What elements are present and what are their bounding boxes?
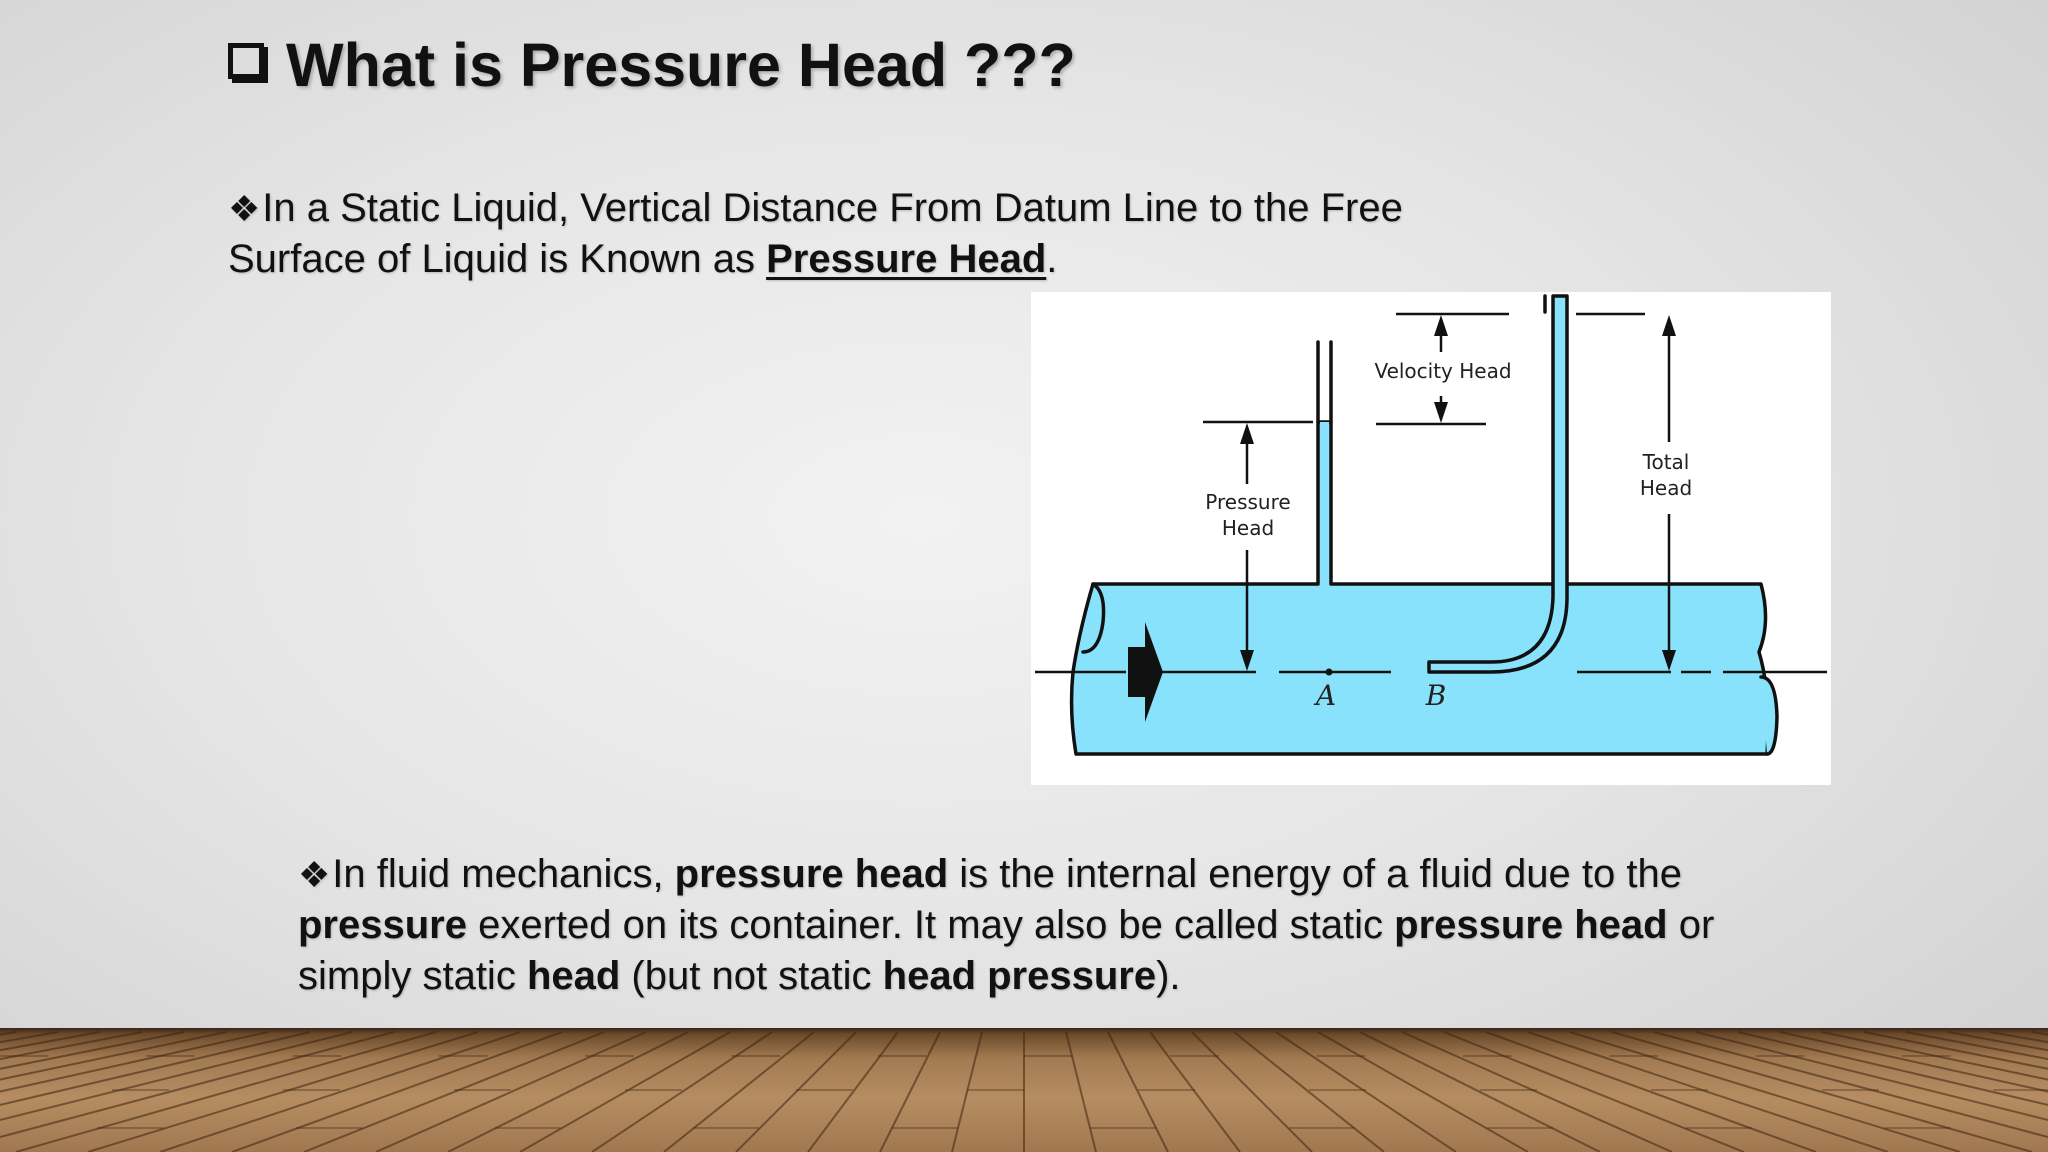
- plank-seam: [1653, 1031, 2048, 1139]
- total-head-arrow-up: [1662, 315, 1676, 336]
- slide-title: What is Pressure Head ???: [228, 30, 1076, 100]
- pipe-left-end: [1081, 582, 1106, 654]
- plank-seam: [1359, 1031, 1601, 1152]
- plank-seam: [0, 1031, 395, 1139]
- plank-seam: [879, 1031, 941, 1152]
- plank-seam: [1611, 1031, 2033, 1152]
- pressure-head-diagram: Velocity Head Pressure Head Total Head A…: [1031, 292, 1831, 785]
- plank-seam: [0, 1031, 311, 1106]
- plank-seam: [1401, 1031, 1673, 1152]
- pressure-head-arrow-up: [1240, 423, 1254, 444]
- slide: What is Pressure Head ??? ❖In a Static L…: [228, 30, 1831, 1002]
- wood-planks: [0, 1031, 2048, 1152]
- bullet2-bold-3: pressure head: [1394, 903, 1668, 947]
- bullet-explanation: ❖In fluid mechanics, pressure head is th…: [298, 849, 1758, 1002]
- plank-seam: [0, 1031, 227, 1081]
- bullet2-bold-2: pressure: [298, 903, 467, 947]
- bullet2-bold-5: head pressure: [882, 954, 1157, 998]
- plank-seam: [735, 1031, 857, 1152]
- pipe-diagram-svg: Velocity Head Pressure Head Total Head A…: [1035, 294, 1827, 756]
- bullet2-text-1: In fluid mechanics,: [332, 852, 675, 896]
- plank-seam: [375, 1031, 647, 1152]
- bullet2-text-2: is the internal energy of a fluid due to…: [948, 852, 1682, 896]
- plank-seam: [1317, 1031, 1529, 1152]
- plank-seam: [87, 1031, 479, 1152]
- total-head-label-line2: Head: [1640, 476, 1692, 500]
- plank-seam: [663, 1031, 815, 1152]
- plank-seam: [519, 1031, 731, 1152]
- point-b-label: B: [1425, 679, 1447, 712]
- plank-seam: [1149, 1031, 1241, 1152]
- bullet1-emphasis: Pressure Head: [766, 237, 1047, 281]
- diamond-bullet-icon: ❖: [298, 854, 331, 895]
- bullet1-text: In a Static Liquid, Vertical Distance Fr…: [228, 186, 1403, 281]
- bullet2-text-4: or simply static: [298, 903, 1715, 998]
- plank-seam: [1779, 1031, 2048, 1093]
- pipe-right-end: [1759, 675, 1779, 756]
- point-a-dot: [1325, 668, 1333, 676]
- velocity-head-arrow-up: [1434, 315, 1448, 336]
- plank-seam: [0, 1031, 143, 1061]
- bullet-definition: ❖In a Static Liquid, Vertical Distance F…: [228, 183, 1548, 285]
- bullet2-bold-4: head: [526, 954, 621, 998]
- plank-seam: [159, 1031, 521, 1152]
- wood-floor-background: [0, 1028, 2048, 1152]
- pressure-head-arrow-down: [1240, 650, 1254, 671]
- pitot-tube: [1427, 294, 1569, 674]
- plank-seam: [1443, 1031, 1745, 1152]
- bullet1-end: .: [1046, 237, 1058, 281]
- flow-arrow-icon: [1128, 622, 1163, 722]
- plank-seam: [1905, 1031, 2048, 1061]
- plank-seam: [0, 1031, 185, 1070]
- plank-seam: [15, 1031, 437, 1152]
- plank-seam: [447, 1031, 689, 1152]
- title-text: What is Pressure Head ???: [286, 31, 1076, 99]
- plank-seam: [0, 1031, 353, 1122]
- bullet2-text-5: (but not static: [620, 954, 883, 998]
- plank-seam: [1485, 1031, 1817, 1152]
- plank-seam: [1065, 1031, 1097, 1152]
- plank-seam: [1233, 1031, 1385, 1152]
- plank-seam: [1695, 1031, 2048, 1122]
- bullet2-text-3: exerted on its container. It may also be…: [466, 903, 1395, 947]
- total-head-label-line1: Total: [1642, 450, 1690, 474]
- plank-seam: [303, 1031, 605, 1152]
- plank-seam: [1863, 1031, 2048, 1070]
- diamond-bullet-icon: ❖: [228, 188, 261, 229]
- plank-seam: [951, 1031, 983, 1152]
- point-a-label: A: [1313, 679, 1336, 712]
- checkbox-bullet-icon: [228, 43, 264, 79]
- plank-seam: [231, 1031, 563, 1152]
- plank-seam: [1569, 1031, 1961, 1152]
- plank-seam: [807, 1031, 899, 1152]
- velocity-head-label: Velocity Head: [1374, 359, 1511, 383]
- plank-seam: [1821, 1031, 2048, 1081]
- plank-seam: [591, 1031, 773, 1152]
- pressure-head-label-line1: Pressure: [1205, 490, 1290, 514]
- plank-seam: [1527, 1031, 1889, 1152]
- plank-seam: [1191, 1031, 1313, 1152]
- bullet2-text-6: ).: [1156, 954, 1181, 998]
- pressure-head-label-line2: Head: [1222, 516, 1274, 540]
- plank-seam: [1275, 1031, 1457, 1152]
- plank-seam: [1107, 1031, 1169, 1152]
- velocity-head-arrow-down: [1434, 402, 1448, 423]
- plank-seam: [0, 1031, 269, 1093]
- plank-seam: [1737, 1031, 2048, 1106]
- bullet2-bold-1: pressure head: [674, 852, 949, 896]
- total-head-arrow-down: [1662, 650, 1676, 671]
